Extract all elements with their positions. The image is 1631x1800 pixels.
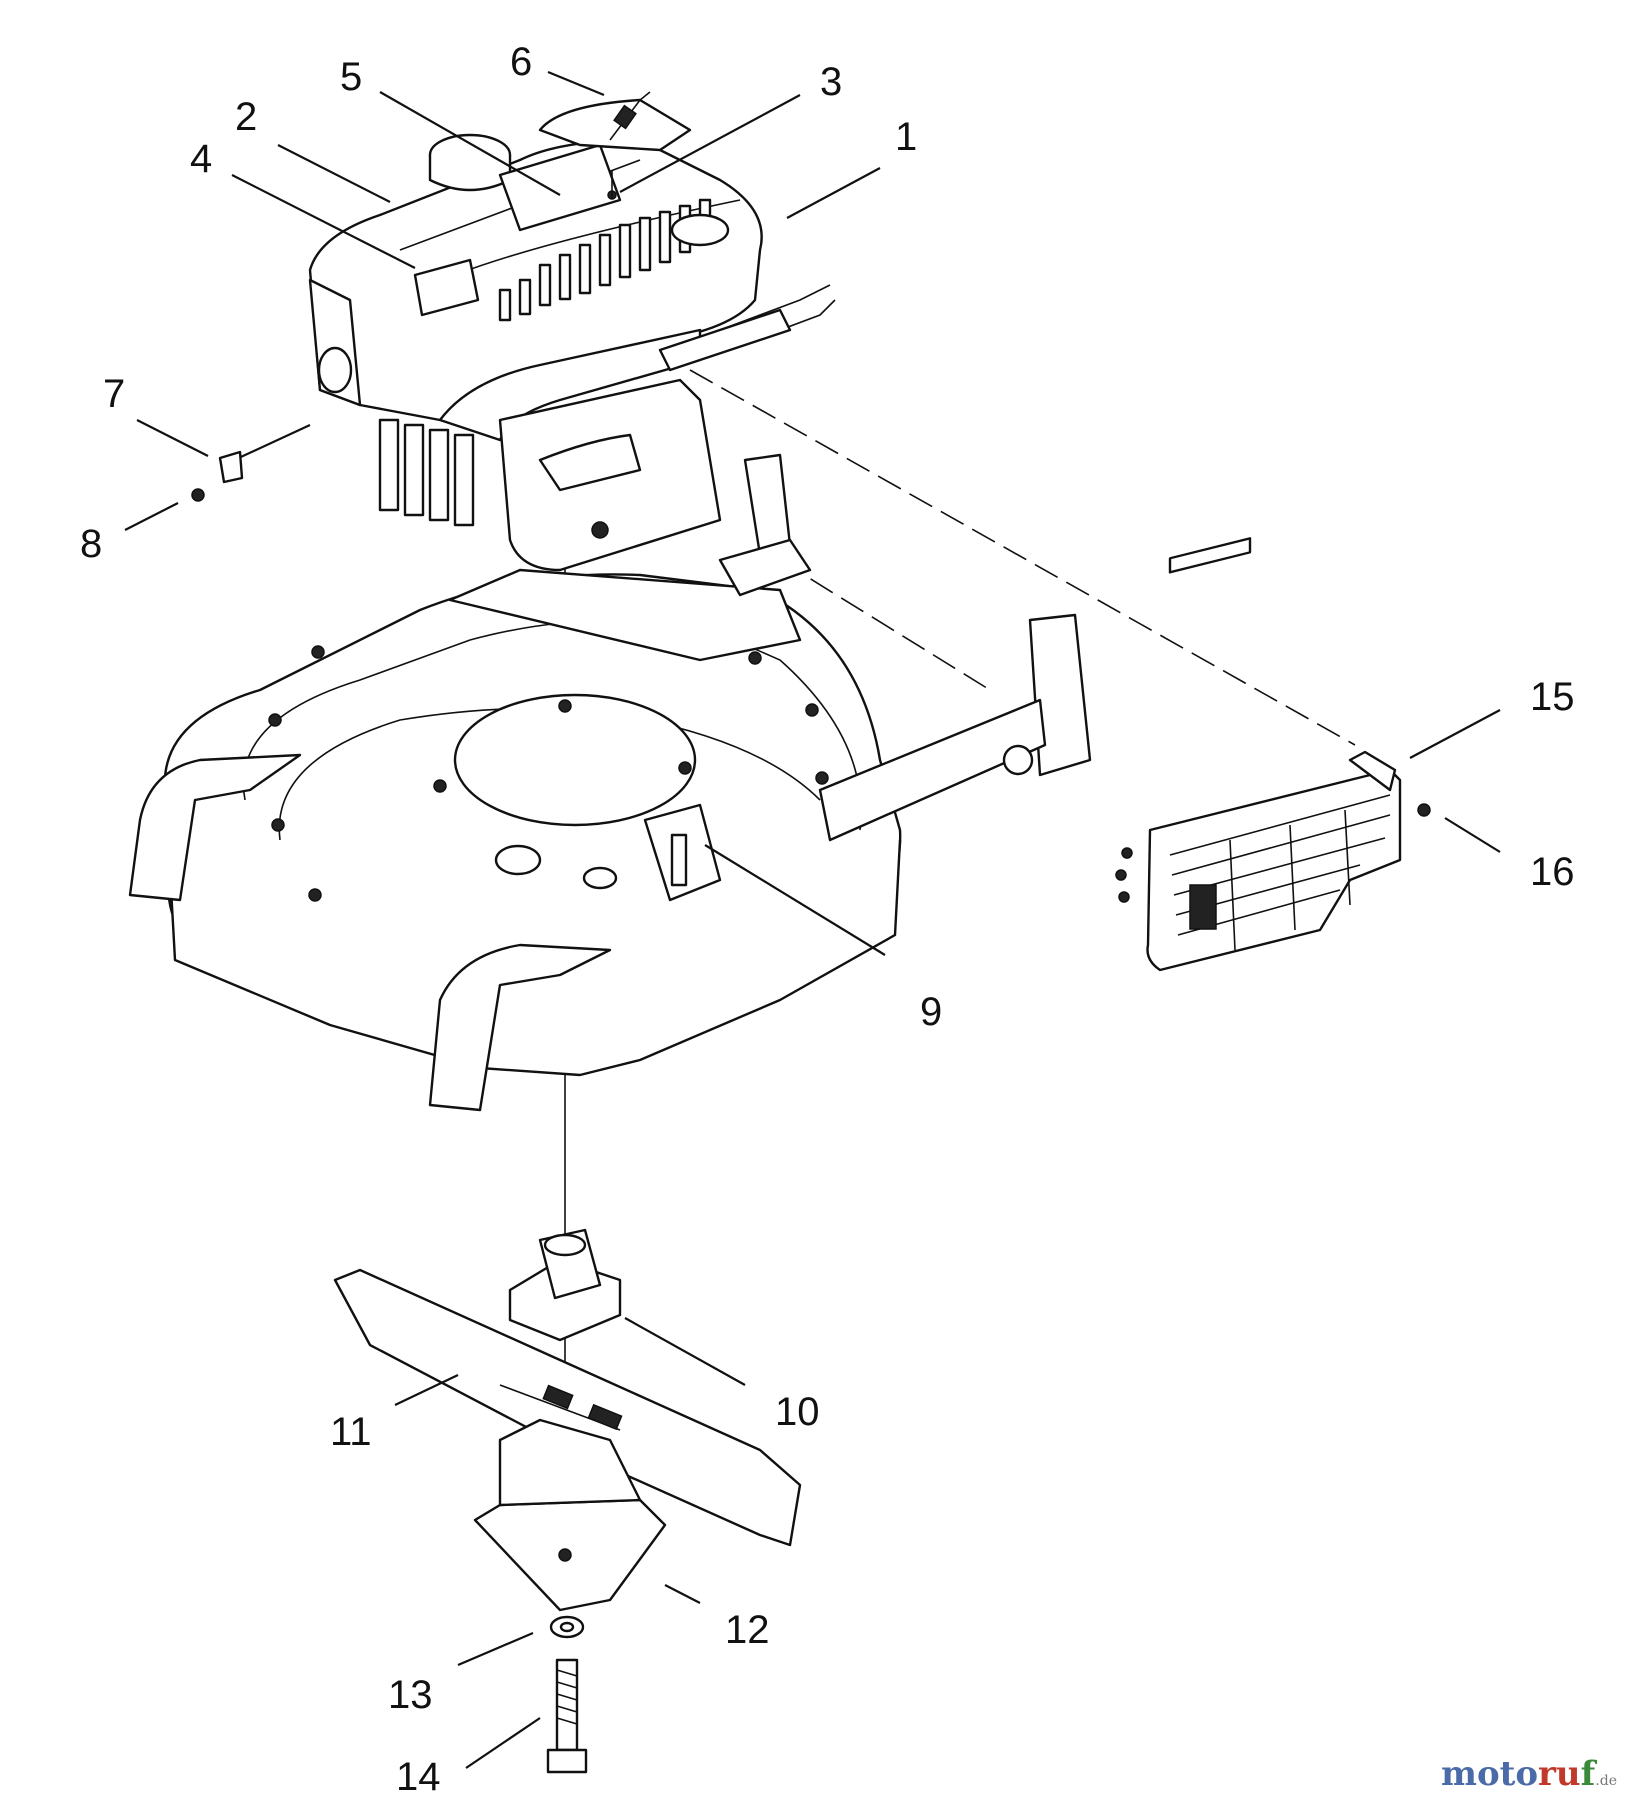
engine-top-handle bbox=[538, 98, 692, 152]
deck-grommet bbox=[582, 866, 618, 890]
screw bbox=[1121, 847, 1133, 859]
deck-bolt bbox=[748, 651, 762, 665]
callout-labels: 1 2 3 4 5 6 7 8 9 10 11 12 13 14 15 16 bbox=[80, 40, 1575, 1799]
callout-12: 12 bbox=[725, 1608, 770, 1652]
deck-motor-opening bbox=[453, 693, 697, 827]
callout-6: 6 bbox=[510, 40, 532, 84]
deck-bolt bbox=[433, 779, 447, 793]
engine-assembly bbox=[308, 98, 836, 572]
callout-3: 3 bbox=[820, 60, 842, 104]
front-wheel-bracket bbox=[428, 943, 612, 1112]
deck-grommet bbox=[494, 844, 542, 876]
callout-16: 16 bbox=[1530, 850, 1575, 894]
deck-bolt bbox=[558, 699, 572, 713]
callout-7: 7 bbox=[103, 372, 125, 416]
front-wheel-bracket bbox=[128, 753, 302, 902]
callout-5: 5 bbox=[340, 55, 362, 99]
deck-bolt bbox=[678, 761, 692, 775]
clip-part-7 bbox=[218, 450, 244, 484]
decal bbox=[413, 258, 480, 317]
mower-deck bbox=[128, 453, 1092, 1112]
deck-bolt bbox=[308, 888, 322, 902]
handle-bracket-left bbox=[743, 453, 792, 557]
screw bbox=[1118, 891, 1130, 903]
handle-bracket-right bbox=[1028, 613, 1092, 777]
oil-cap bbox=[670, 213, 730, 247]
callout-15: 15 bbox=[1530, 675, 1575, 719]
callout-11: 11 bbox=[330, 1410, 372, 1454]
callout-14: 14 bbox=[396, 1755, 441, 1799]
decal-top bbox=[498, 143, 622, 232]
spark-plug-wire bbox=[609, 91, 651, 141]
deck-bolt bbox=[815, 771, 829, 785]
blade-adapter bbox=[508, 1228, 622, 1342]
site-watermark: motoruf.de bbox=[1440, 1754, 1617, 1794]
deck-bolt bbox=[805, 703, 819, 717]
cylinder-fins bbox=[378, 418, 475, 527]
callout-10: 10 bbox=[775, 1390, 820, 1434]
callout-8: 8 bbox=[80, 522, 102, 566]
deck-bolt bbox=[268, 713, 282, 727]
rear-deflector bbox=[1115, 537, 1431, 972]
deck-bolt bbox=[311, 645, 325, 659]
callout-4: 4 bbox=[190, 137, 212, 181]
callout-leaders bbox=[124, 70, 1501, 1769]
callout-2: 2 bbox=[235, 95, 257, 139]
callout-9: 9 bbox=[920, 990, 942, 1034]
cover-window bbox=[1189, 884, 1217, 930]
guide-line-engine-to-cover bbox=[689, 369, 1356, 746]
guide-line-handle bbox=[779, 559, 991, 691]
spark-plug-boot bbox=[613, 104, 637, 130]
screw bbox=[1115, 869, 1127, 881]
screw-part-8 bbox=[191, 488, 205, 502]
screw-part-16 bbox=[1417, 803, 1431, 817]
callout-13: 13 bbox=[388, 1673, 433, 1717]
callout-1: 1 bbox=[895, 115, 917, 159]
deck-bolt bbox=[271, 818, 285, 832]
